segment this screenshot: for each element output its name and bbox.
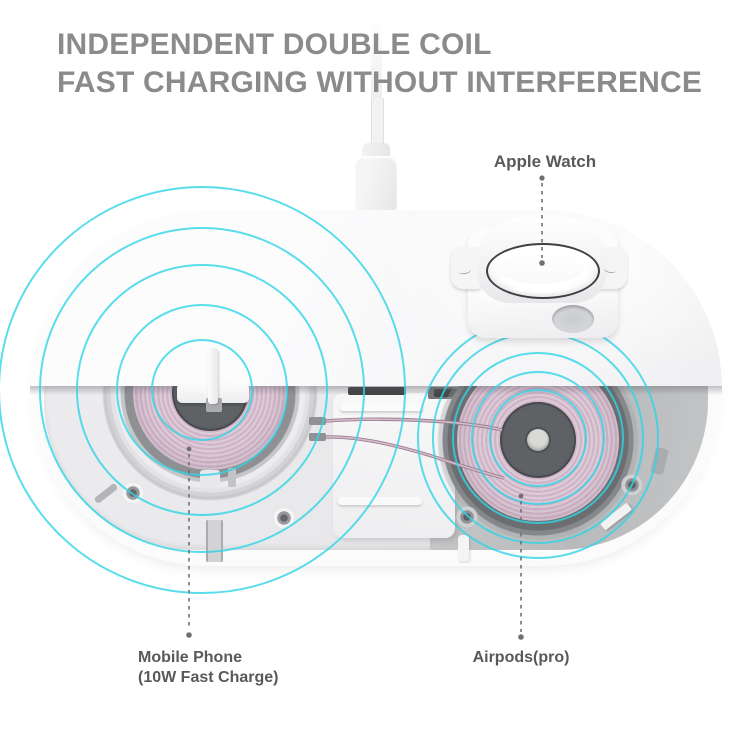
label-mobile-phone-line2: (10W Fast Charge) [138,668,279,686]
label-airpods: Airpods(pro) [472,649,570,666]
label-apple-watch: Apple Watch [493,152,597,171]
coil-tab [200,470,220,488]
title-line-1: INDEPENDENT DOUBLE COIL [57,28,492,61]
screw-post-4 [621,474,643,496]
cutaway-edge-shadow [30,386,722,395]
label-mobile-phone: Mobile Phone (10W Fast Charge) [138,648,358,687]
coil-wires [325,417,505,480]
clip-left [206,520,223,562]
title-line-2: FAST CHARGING WITHOUT INTERFERENCE [57,66,703,99]
screw-post-3 [456,506,478,528]
usb-plug-body [355,156,397,210]
alignment-pin [208,348,218,404]
watch-puck-glint [513,284,569,293]
mid-post [458,535,469,561]
cutaway-interior [30,386,722,566]
screw-post-2 [273,507,295,529]
screw-post-1 [122,482,144,504]
watch-puck-face-highlight [498,252,584,284]
watch-band-slot [552,305,594,333]
watch-dock-wing-left [451,247,481,289]
guide-post [228,468,236,487]
label-mobile-phone-line1: Mobile Phone [138,649,242,666]
usb-cable-faint [371,20,382,100]
usb-cable [371,98,384,150]
page-title: INDEPENDENT DOUBLE COIL FAST CHARGING WI… [57,26,717,102]
